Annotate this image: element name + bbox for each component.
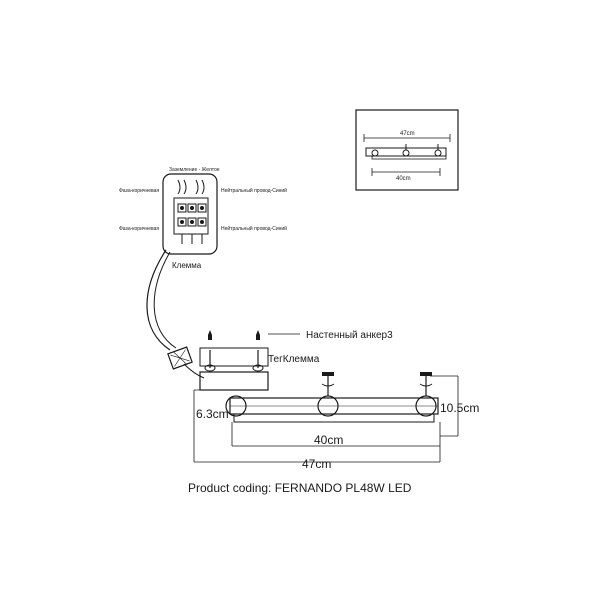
terminal-cell-4: [177, 217, 187, 227]
inset-fixture-bar: [371, 155, 447, 160]
product-caption: Product coding: FERNANDO PL48W LED: [188, 481, 412, 495]
inset-frame: [355, 109, 459, 191]
terminal-cell-5: [187, 217, 197, 227]
wiring-diagram: Заземление - Желтое Фаза-коричневая Фаза…: [119, 167, 287, 270]
bracket-center: [321, 372, 335, 396]
terminal-label: Клемма: [172, 261, 202, 270]
lamp-left: [225, 395, 247, 417]
dim-inner-label: 40cm: [314, 433, 343, 447]
lamp-right: [415, 395, 437, 417]
mount-terminal-label: ТегКлемма: [268, 354, 320, 365]
neutral-label-2: Нейтральный провод-Синий: [221, 225, 287, 232]
dim-total-label: 47cm: [302, 457, 331, 471]
terminal-cell-3: [197, 203, 207, 213]
cable-inner: [153, 251, 177, 349]
inset-lamp-right: [434, 149, 442, 157]
dimensions: 10.5cm 6.3cm 40cm 47cm: [193, 375, 479, 471]
inset-dim-top-label: 47cm: [400, 131, 415, 137]
inset-diagram: 47cm 40cm: [355, 109, 459, 191]
canopy: [199, 371, 269, 391]
inset-lamp-center: [402, 149, 410, 157]
bracket-right: [419, 372, 433, 396]
wiring-box: [162, 173, 218, 255]
terminal-cell-2: [187, 203, 197, 213]
phase-label-2: Фаза-коричневая: [119, 226, 159, 232]
connector-box: [167, 346, 193, 370]
main-fixture: [225, 372, 439, 423]
screw-head-left: [204, 364, 216, 372]
terminal-cell-1: [177, 203, 187, 213]
anchor-label: Настенный анкер3: [306, 330, 393, 341]
inset-dim-bottom-label: 40cm: [396, 176, 411, 182]
mounting-assembly: Настенный анкер3 ТегКлемма: [167, 330, 393, 391]
lamp-center: [317, 395, 339, 417]
bottom-wires: [181, 234, 203, 244]
ground-label: Заземление - Желтое: [169, 167, 220, 173]
phase-label-1: Фаза-коричневая: [119, 188, 159, 194]
inset-lamp-left: [371, 149, 379, 157]
terminal-block: [173, 197, 209, 235]
top-wires: [177, 179, 205, 195]
dim-depth-label: 6.3cm: [196, 407, 229, 421]
anchor-left: [208, 330, 212, 340]
dim-height-label: 10.5cm: [440, 401, 479, 415]
anchor-right: [256, 330, 260, 340]
cable-outer: [146, 249, 171, 351]
terminal-cell-6: [197, 217, 207, 227]
screw-head-right: [252, 364, 264, 372]
connector-wire: [183, 363, 205, 379]
neutral-label-1: Нейтральный провод-Синий: [221, 187, 287, 194]
fixture-diffuser: [233, 413, 435, 423]
